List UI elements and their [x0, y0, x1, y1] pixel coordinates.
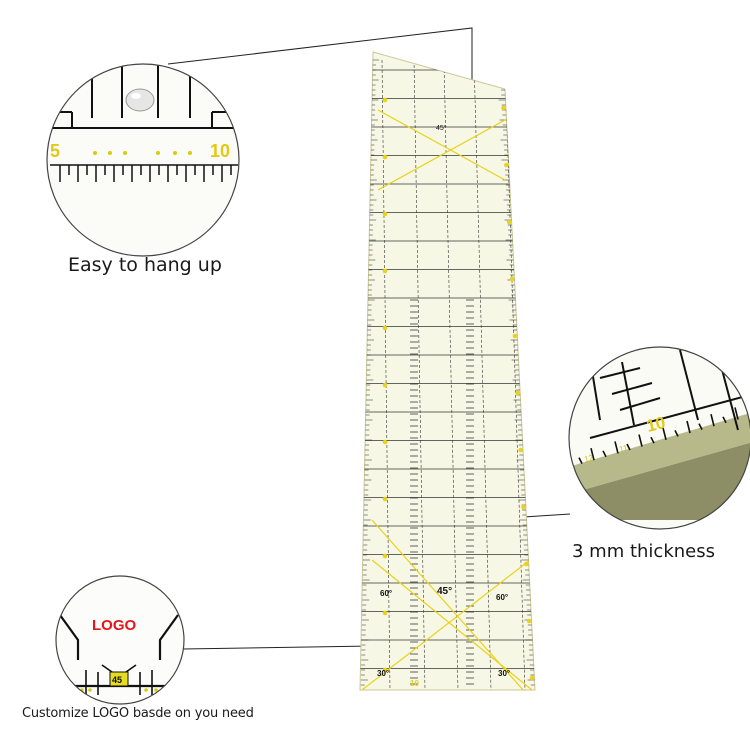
caption-hang-up: Easy to hang up: [68, 254, 222, 276]
angle-label-left: 60°: [380, 589, 392, 598]
zoom-thickness-small-number-b: 12: [583, 453, 594, 464]
angle-label-bottom-left: 30°: [377, 669, 389, 678]
zoom-thickness-small-number-a: 11: [618, 443, 629, 454]
zoom-thickness-big-number: 10: [644, 413, 667, 436]
angle-label-right: 60°: [496, 593, 508, 602]
caption-logo: Customize LOGO basde on you need: [22, 706, 254, 721]
angle-label-bottom-right: 30°: [498, 669, 510, 678]
yellow-dots: [382, 97, 535, 681]
zoom-hang-number-right: 10: [210, 141, 230, 161]
ruler-diagonals: [361, 109, 533, 690]
angle-label-top: 45°: [436, 124, 447, 132]
caption-thickness: 3 mm thickness: [572, 541, 715, 562]
zoom-circle-logo: LOGO 45: [55, 575, 185, 705]
quilting-ruler: 45° 45° 60° 60° 30° 30° 10: [359, 51, 536, 691]
zoom-circle-thickness: 10 11 12: [568, 346, 750, 530]
angle-label-mid: 45°: [437, 586, 452, 597]
ruler-grid: [360, 59, 535, 690]
ruler-bottom-number: 10: [410, 679, 419, 688]
zoom-logo-badge: 45: [112, 675, 122, 685]
zoom-circle-hang-hole: 5 10: [46, 63, 240, 257]
zoom-hang-number-left: 5: [50, 141, 60, 161]
zoom-logo-text: LOGO: [92, 617, 136, 634]
